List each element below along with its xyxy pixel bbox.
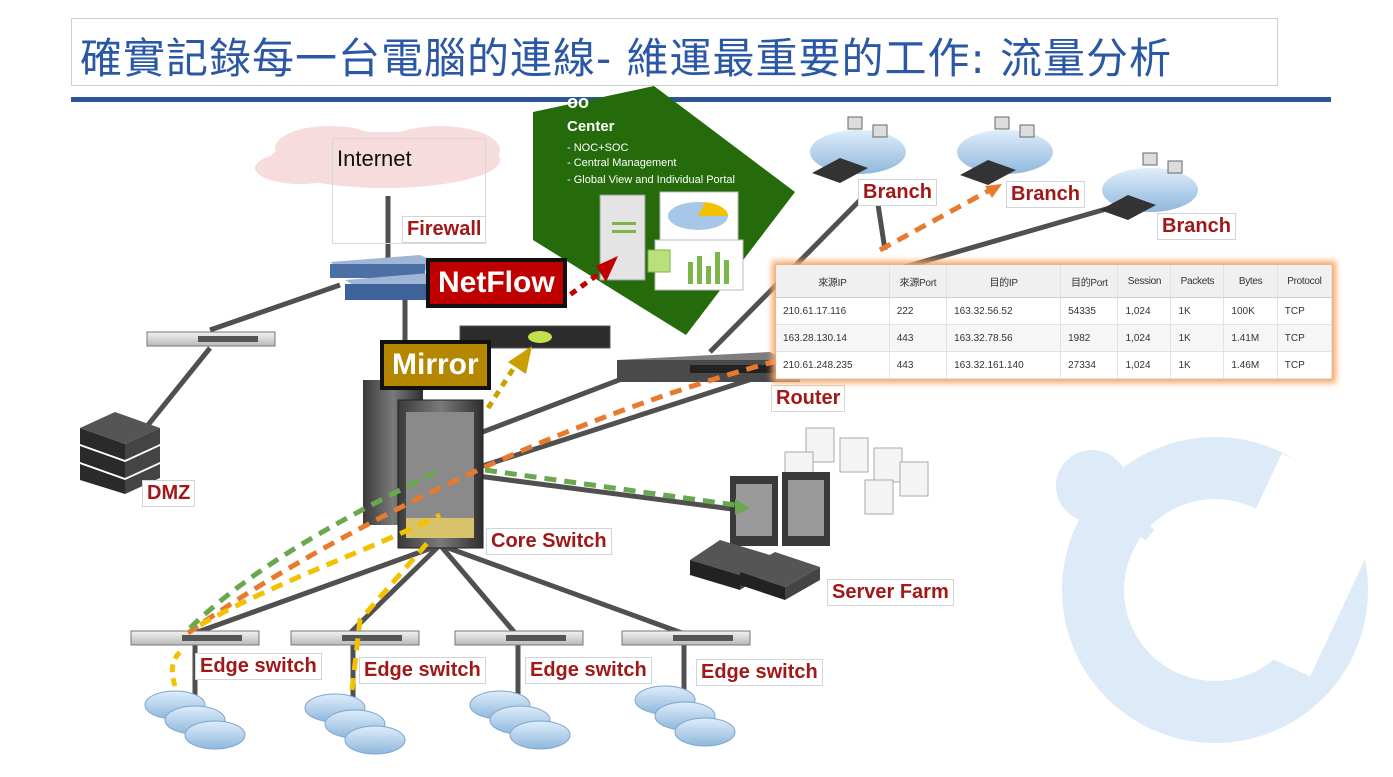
table-cell: 1982 bbox=[1060, 324, 1119, 352]
router-label: Router bbox=[771, 385, 846, 412]
internet-cloud-icon bbox=[255, 126, 500, 188]
branch-label: Branch bbox=[1006, 181, 1085, 208]
table-cell: TCP bbox=[1277, 351, 1333, 379]
table-cell: 1,024 bbox=[1117, 324, 1172, 352]
server-farm-icon bbox=[690, 427, 929, 600]
table-row: 163.28.130.14 443 163.32.78.56 1982 1,02… bbox=[776, 324, 1333, 352]
soc-item: - NOC+SOC bbox=[567, 142, 629, 154]
flow-table-header: 來源IP 來源Port 目的IP 目的Port Session Packets … bbox=[776, 265, 1333, 298]
table-cell: 210.61.248.235 bbox=[776, 351, 890, 379]
table-cell: TCP bbox=[1277, 324, 1333, 352]
mirror-label: Mirror bbox=[380, 340, 491, 390]
edge-switch-label: Edge switch bbox=[696, 659, 823, 686]
soc-title: oo bbox=[567, 92, 589, 112]
col-header: 目的IP bbox=[946, 265, 1062, 298]
table-cell: 27334 bbox=[1060, 351, 1119, 379]
table-cell: 210.61.17.116 bbox=[776, 297, 890, 325]
dmz-server-icon bbox=[80, 412, 160, 494]
dmz-switch-icon bbox=[146, 331, 276, 347]
table-cell: 443 bbox=[889, 324, 948, 352]
table-cell: 1,024 bbox=[1117, 297, 1172, 325]
branch-label: Branch bbox=[1157, 213, 1236, 240]
branch-label: Branch bbox=[858, 179, 937, 206]
netflow-arrowhead bbox=[596, 256, 618, 282]
dmz-label: DMZ bbox=[142, 480, 196, 507]
col-header: Protocol bbox=[1277, 265, 1333, 298]
traffic-flows bbox=[169, 184, 1002, 691]
table-cell: 54335 bbox=[1060, 297, 1119, 325]
col-header: 來源IP bbox=[776, 265, 890, 298]
core-switch-label: Core Switch bbox=[486, 528, 612, 555]
table-cell: 100K bbox=[1223, 297, 1278, 325]
col-header: Packets bbox=[1170, 265, 1225, 298]
soc-item: - Central Management bbox=[567, 157, 677, 169]
netflow-label: NetFlow bbox=[426, 258, 567, 308]
internet-box: Internet bbox=[332, 138, 486, 244]
workstation-group-icons bbox=[144, 685, 736, 755]
mirror-appliance-icon bbox=[459, 325, 611, 349]
edge-switch-icons bbox=[130, 630, 751, 646]
table-cell: 163.32.161.140 bbox=[946, 351, 1062, 379]
col-header: 來源Port bbox=[889, 265, 948, 298]
firewall-label: Firewall bbox=[402, 216, 487, 243]
edge-switch-label: Edge switch bbox=[195, 653, 322, 680]
col-header: Session bbox=[1117, 265, 1172, 298]
background-logo bbox=[1056, 437, 1391, 743]
table-cell: 443 bbox=[889, 351, 948, 379]
server-farm-label: Server Farm bbox=[827, 579, 954, 606]
table-cell: 1K bbox=[1170, 297, 1225, 325]
soc-subtitle: Center bbox=[567, 118, 615, 135]
internet-label: Internet bbox=[337, 146, 412, 171]
table-cell: 222 bbox=[889, 297, 948, 325]
netflow-arrow bbox=[485, 364, 518, 410]
title-rule bbox=[71, 97, 1331, 102]
table-cell: 1.46M bbox=[1223, 351, 1278, 379]
mirror-arrowhead bbox=[508, 346, 532, 374]
table-cell: 1,024 bbox=[1117, 351, 1172, 379]
flow-table: 來源IP 來源Port 目的IP 目的Port Session Packets … bbox=[776, 265, 1333, 379]
edge-switch-label: Edge switch bbox=[525, 657, 652, 684]
col-header: 目的Port bbox=[1060, 265, 1119, 298]
title-box: 確實記錄每一台電腦的連線- 維運最重要的工作: 流量分析 bbox=[71, 18, 1278, 86]
table-cell: TCP bbox=[1277, 297, 1333, 325]
router-icon bbox=[617, 352, 800, 382]
soc-dashboard-icon bbox=[599, 191, 744, 291]
table-cell: 163.32.56.52 bbox=[946, 297, 1062, 325]
branch-site-icons bbox=[810, 116, 1198, 220]
table-row: 210.61.17.116 222 163.32.56.52 54335 1,0… bbox=[776, 297, 1333, 325]
table-cell: 163.28.130.14 bbox=[776, 324, 890, 352]
table-cell: 163.32.78.56 bbox=[946, 324, 1062, 352]
col-header: Bytes bbox=[1223, 265, 1278, 298]
table-cell: 1.41M bbox=[1223, 324, 1278, 352]
soc-item: - Global View and Individual Portal bbox=[567, 174, 735, 186]
page-title: 確實記錄每一台電腦的連線- 維運最重要的工作: 流量分析 bbox=[80, 34, 1173, 83]
table-cell: 1K bbox=[1170, 324, 1225, 352]
table-row: 210.61.248.235 443 163.32.161.140 27334 … bbox=[776, 351, 1333, 379]
table-cell: 1K bbox=[1170, 351, 1225, 379]
edge-switch-label: Edge switch bbox=[359, 657, 486, 684]
